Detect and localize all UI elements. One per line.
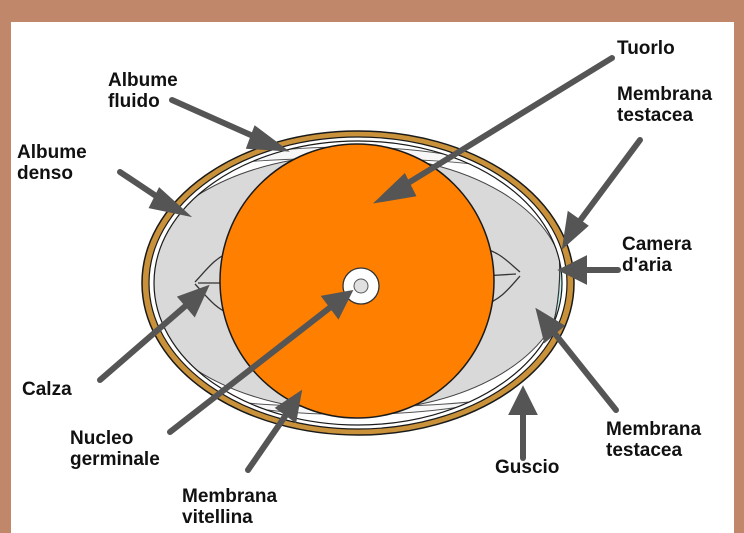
label-albume-denso: Albume denso xyxy=(17,142,92,184)
label-camera-aria: Camera d'aria xyxy=(622,234,697,276)
label-membrana-testacea-bottom: Membrana testacea xyxy=(606,419,706,461)
label-membrana-vitellina: Membrana vitellina xyxy=(182,486,282,528)
arrow-tuorlo xyxy=(400,58,612,188)
label-guscio: Guscio xyxy=(495,457,559,478)
label-albume-fluido: Albume fluido xyxy=(108,70,183,112)
label-membrana-testacea-top: Membrana testacea xyxy=(617,84,717,126)
label-nucleo-germinale: Nucleo germinale xyxy=(70,428,160,470)
label-calza: Calza xyxy=(22,379,72,400)
arrow-albume-fluido xyxy=(172,100,262,140)
label-tuorlo: Tuorlo xyxy=(617,38,675,59)
arrow-membrana-testacea-bottom xyxy=(552,330,616,410)
arrow-membrana-testacea-top xyxy=(576,140,640,226)
